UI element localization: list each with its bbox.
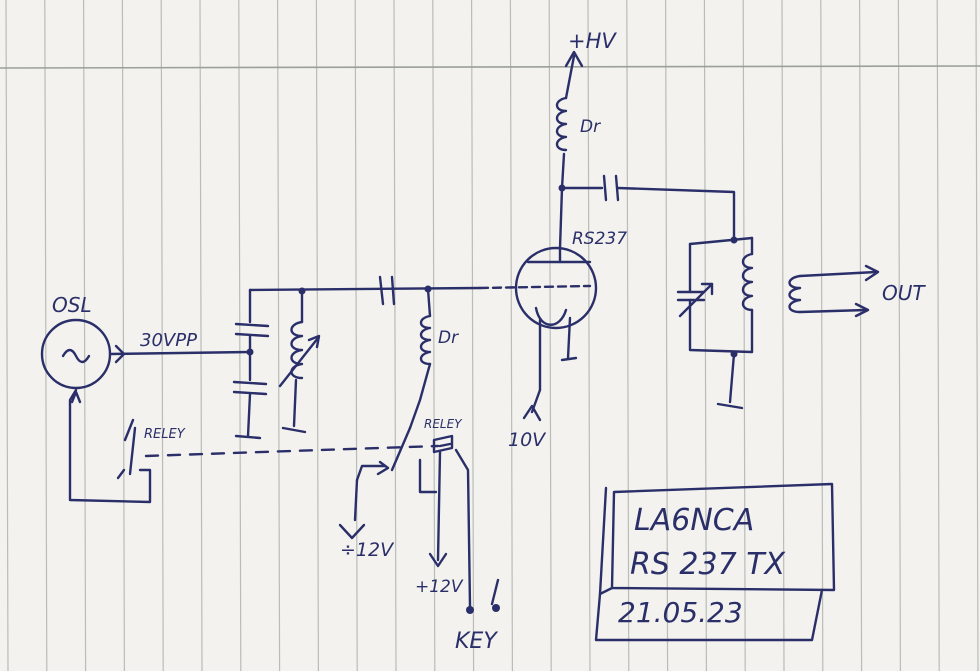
oscillator-symbol: OSL — [40, 293, 112, 390]
date-text: 21.05.23 — [618, 596, 743, 629]
grid-line — [238, 0, 242, 671]
grid-drop-lead — [426, 287, 432, 318]
grid-line — [471, 0, 475, 671]
grid-line — [897, 0, 902, 671]
output-label: OUT — [882, 281, 926, 305]
grid-line — [121, 0, 125, 671]
grid-line — [393, 0, 397, 671]
filament-lead: 10V — [508, 388, 547, 451]
grid-line — [936, 0, 940, 671]
grid-line — [509, 0, 514, 671]
minus-supply-label: ÷12V — [340, 539, 395, 561]
grid-line — [626, 0, 630, 671]
anode-choke-label: Dr — [580, 117, 601, 137]
relay-linkage — [144, 444, 440, 458]
grid-line — [83, 0, 87, 671]
input-tuning-coil — [248, 286, 482, 434]
grid-line — [975, 0, 979, 671]
drive-line: 30VPP — [108, 330, 252, 364]
grid-line — [5, 0, 9, 671]
grid-line — [858, 0, 863, 671]
grid-line — [664, 0, 669, 671]
oscillator-supply-loop: RELEY — [68, 388, 186, 504]
grid-line — [160, 0, 164, 671]
grid-line — [703, 0, 708, 671]
notebook-grid — [5, 0, 979, 671]
tube-rs237: RS237 — [478, 229, 627, 392]
grid-line — [277, 0, 281, 671]
anode-choke: Dr +HV — [555, 29, 617, 250]
grid-line — [781, 0, 785, 671]
hv-label: +HV — [568, 29, 617, 53]
output-coupling-capacitor — [560, 174, 736, 240]
project-name-text: RS 237 TX — [630, 547, 787, 582]
grid-coupling-capacitor — [378, 275, 396, 306]
tube-label: RS237 — [572, 229, 627, 249]
grid-line — [820, 0, 824, 671]
key-label: KEY — [455, 629, 498, 654]
relay-left-label: RELEY — [144, 427, 186, 442]
output-tank-circuit — [676, 236, 754, 410]
filament-label: 10V — [508, 429, 547, 451]
grid-line — [199, 0, 203, 671]
grid-line — [742, 0, 746, 671]
grid-line — [44, 0, 48, 671]
bias-relay-contacts: RELEY — [338, 417, 463, 540]
grid-choke: Dr — [408, 314, 459, 430]
header-rule — [0, 65, 980, 69]
drive-level-label: 30VPP — [140, 330, 197, 351]
oscillator-label: OSL — [52, 293, 92, 317]
output-link-coil: OUT — [788, 264, 926, 318]
grid-choke-label: Dr — [438, 328, 459, 348]
input-capacitive-divider — [232, 288, 270, 440]
title-block: LA6NCA RS 237 TX 21.05.23 — [594, 482, 836, 642]
grid-line — [548, 0, 552, 671]
grid-line — [587, 0, 591, 671]
callsign-text: LA6NCA — [634, 503, 754, 538]
relay-mid-label: RELEY — [424, 417, 463, 431]
grid-line — [432, 0, 436, 671]
plus-supply-label: +12V — [415, 577, 464, 597]
relay-coil-feed — [428, 448, 500, 614]
grid-line — [354, 0, 358, 671]
